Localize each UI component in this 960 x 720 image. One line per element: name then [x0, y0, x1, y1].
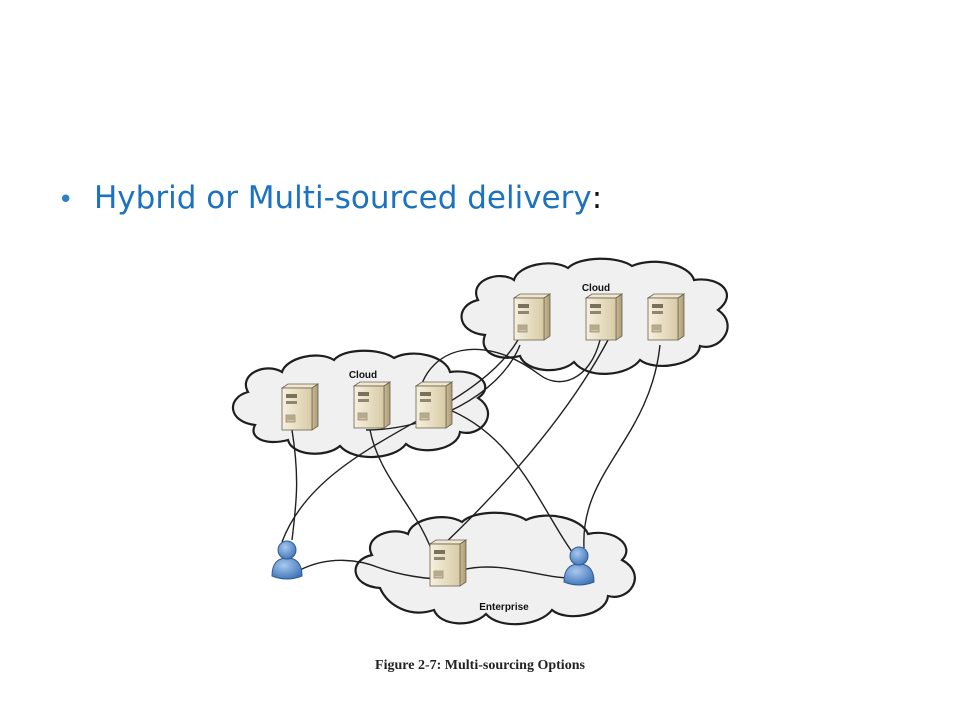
bullet-item: • Hybrid or Multi-sourced delivery : [58, 176, 602, 222]
server-icon [281, 383, 319, 431]
server-icon [415, 381, 453, 429]
bullet-colon: : [591, 180, 603, 216]
user-icon [271, 540, 303, 580]
server-icon [647, 293, 685, 341]
bullet-dot: • [58, 185, 74, 215]
server-icon [353, 381, 391, 429]
server-icon [585, 293, 623, 341]
enterprise-label: Enterprise [479, 602, 529, 613]
connection-lines [281, 339, 661, 580]
figure-caption: Figure 2-7: Multi-sourcing Options [375, 658, 585, 673]
cloud-top-right-label: Cloud [582, 283, 610, 294]
server-icon [429, 539, 467, 587]
cloud-left-label: Cloud [349, 370, 377, 381]
bullet-text: Hybrid or Multi-sourced delivery [94, 180, 592, 216]
server-icon [513, 293, 551, 341]
